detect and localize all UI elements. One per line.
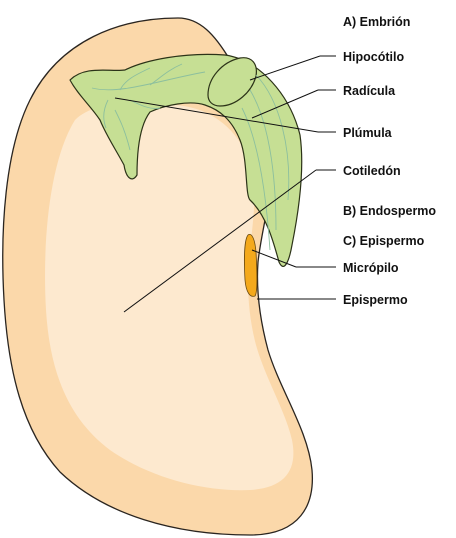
label-micropyle: Micrópilo <box>343 261 399 275</box>
label-episperm: Epispermo <box>343 293 408 307</box>
leader-hypocotyl <box>250 56 320 80</box>
label-plumule: Plúmula <box>343 126 393 140</box>
label-endosperm: B) Endospermo <box>343 204 436 218</box>
label-cotyledon: Cotiledón <box>343 164 401 178</box>
micropyle <box>244 234 257 296</box>
label-embryo: A) Embrión <box>343 15 410 29</box>
label-radicle: Radícula <box>343 84 396 98</box>
label-hypocotyl: Hipocótilo <box>343 50 404 64</box>
label-episperm-header: C) Epispermo <box>343 234 425 248</box>
